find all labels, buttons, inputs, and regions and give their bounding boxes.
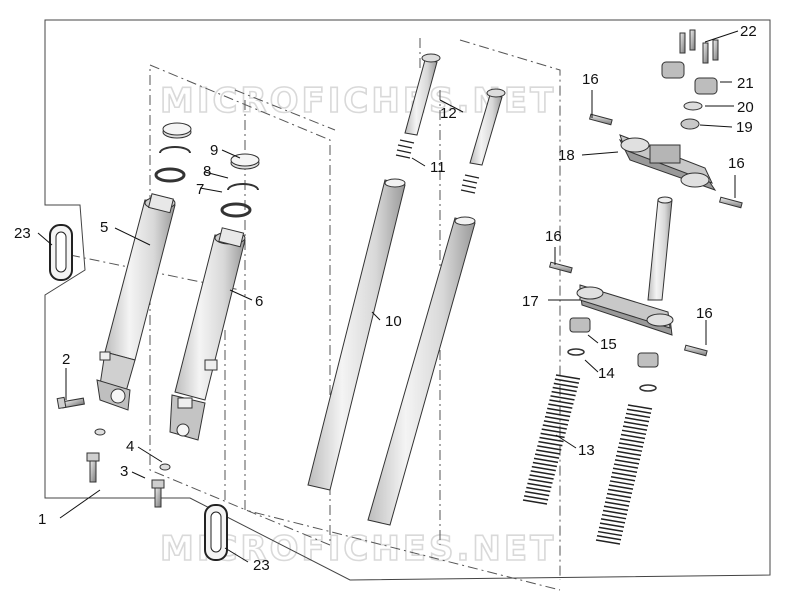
seal-kit <box>154 122 260 218</box>
callout-17: 17 <box>522 293 539 310</box>
callout-13: 13 <box>578 442 595 459</box>
callout-15: 15 <box>600 336 617 353</box>
small-springs <box>395 139 480 194</box>
rubber-strap <box>49 224 228 561</box>
upper-triple-clamp <box>618 134 717 191</box>
callout-16-right: 16 <box>728 155 745 172</box>
callout-8: 8 <box>203 163 211 180</box>
callout-19: 19 <box>736 119 753 136</box>
callout-6: 6 <box>255 293 263 310</box>
callout-4: 4 <box>126 438 134 455</box>
fork-leg-right <box>169 227 246 441</box>
callout-3: 3 <box>120 463 128 480</box>
callout-16-mid: 16 <box>545 228 562 245</box>
lower-triple-clamp <box>576 196 674 336</box>
callout-9: 9 <box>210 142 218 159</box>
callout-11: 11 <box>430 159 446 176</box>
damper-rods <box>404 53 506 166</box>
callout-22: 22 <box>740 23 757 40</box>
handlebar-clamps <box>661 29 719 130</box>
callout-5: 5 <box>100 219 108 236</box>
callout-labels: 1 2 3 4 5 6 7 8 9 10 11 12 13 14 15 16 1… <box>14 23 757 574</box>
bolts-and-washers <box>56 396 171 508</box>
callout-23-bottom: 23 <box>253 557 270 574</box>
spring-caps <box>567 317 659 392</box>
assembly-frame <box>44 19 771 581</box>
leader-lines <box>37 30 739 563</box>
callout-1: 1 <box>38 511 46 528</box>
callout-10: 10 <box>385 313 402 330</box>
fork-leg-left <box>96 193 176 411</box>
callout-16-low: 16 <box>696 305 713 322</box>
callout-12: 12 <box>440 105 457 122</box>
callout-21: 21 <box>737 75 754 92</box>
callout-18: 18 <box>558 147 575 164</box>
callout-2: 2 <box>62 351 70 368</box>
callout-16-top: 16 <box>582 71 599 88</box>
main-springs <box>522 374 653 545</box>
callout-23-left: 23 <box>14 225 31 242</box>
callout-20: 20 <box>737 99 754 116</box>
callout-7: 7 <box>196 181 204 198</box>
inner-tubes <box>307 178 476 526</box>
callout-14: 14 <box>598 365 615 382</box>
